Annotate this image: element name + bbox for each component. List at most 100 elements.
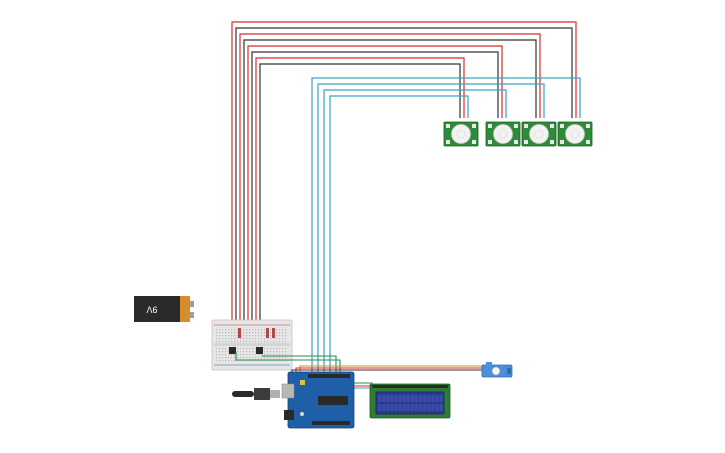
breadboard-hole	[246, 360, 248, 362]
lcd-16x2[interactable]	[369, 383, 451, 419]
servo-horn	[491, 366, 501, 376]
resistor-1[interactable]	[238, 328, 241, 338]
breadboard-hole	[222, 351, 224, 353]
breadboard-hole	[243, 338, 245, 340]
wire-black-pir1-gnd[interactable]	[259, 63, 461, 322]
breadboard-hole	[219, 329, 221, 331]
battery-9v[interactable]: 9V	[134, 296, 194, 322]
breadboard-hole	[255, 360, 257, 362]
breadboard-hole	[264, 351, 266, 353]
wire-red-pir3-vcc[interactable]	[239, 33, 541, 322]
breadboard-hole	[282, 335, 284, 337]
wire-red-pir2-vcc[interactable]	[247, 45, 503, 322]
breadboard-hole	[279, 357, 281, 359]
wire-black-pir4-gnd[interactable]	[235, 27, 573, 322]
breadboard-hole	[252, 338, 254, 340]
pir-dome	[451, 124, 471, 144]
pir-sensor-2[interactable]	[485, 121, 521, 147]
breadboard-hole	[279, 348, 281, 350]
breadboard-hole	[246, 338, 248, 340]
wire-servo-signal[interactable]	[299, 365, 482, 372]
breadboard-hole	[267, 354, 269, 356]
wire-servo-vcc[interactable]	[295, 367, 482, 372]
breadboard-hole	[237, 329, 239, 331]
breadboard-hole	[282, 360, 284, 362]
pir-sensor-3[interactable]	[521, 121, 557, 147]
lcd-char-cell	[427, 395, 431, 402]
wire-red-pir4-vcc[interactable]	[231, 21, 577, 322]
lcd-char-cell	[406, 404, 411, 411]
breadboard-hole	[246, 332, 248, 334]
lcd-char-cell	[439, 404, 443, 411]
lcd-char-cell	[435, 395, 439, 402]
breadboard-hole	[225, 329, 227, 331]
wire-signal-pir2[interactable]	[323, 89, 507, 372]
breadboard-hole	[225, 360, 227, 362]
breadboard-hole	[273, 357, 275, 359]
breadboard-hole	[255, 341, 257, 343]
breadboard-hole	[216, 354, 218, 356]
pir-power-wires	[231, 21, 577, 322]
breadboard-hole	[255, 351, 257, 353]
lcd-char-cell	[431, 404, 435, 411]
resistor-2[interactable]	[266, 328, 269, 338]
wire-signal-pir4[interactable]	[311, 77, 581, 372]
breadboard-hole	[252, 348, 254, 350]
lcd-char-cell	[390, 404, 394, 411]
lcd-char-cell	[419, 395, 423, 402]
lcd-char-cell	[382, 395, 386, 402]
breadboard-hole	[225, 348, 227, 350]
wire-black-pir3-gnd[interactable]	[243, 39, 537, 322]
arduino-uno[interactable]	[281, 371, 355, 429]
servo-motor[interactable]	[481, 362, 513, 378]
breadboard-hole	[216, 335, 218, 337]
usb-cable[interactable]	[232, 388, 280, 400]
breadboard-hole	[282, 351, 284, 353]
breadboard-hole	[231, 341, 233, 343]
breadboard-hole	[228, 354, 230, 356]
breadboard-hole	[240, 338, 242, 340]
breadboard-hole	[234, 354, 236, 356]
breadboard-hole	[219, 335, 221, 337]
wire-servo-gnd[interactable]	[291, 369, 482, 372]
breadboard-hole	[264, 335, 266, 337]
wire-red-pir1-vcc[interactable]	[255, 57, 465, 322]
resistor-3[interactable]	[272, 328, 275, 338]
lcd-char-cell	[439, 395, 443, 402]
breadboard-hole	[216, 338, 218, 340]
breadboard-hole	[282, 348, 284, 350]
breadboard-hole	[279, 338, 281, 340]
pir-sensor-1[interactable]	[443, 121, 479, 147]
breadboard-hole	[279, 341, 281, 343]
breadboard-hole	[237, 338, 239, 340]
push-button-2[interactable]	[256, 347, 263, 354]
pir-dome	[529, 124, 549, 144]
breadboard-hole	[228, 360, 230, 362]
breadboard-hole	[225, 351, 227, 353]
breadboard-hole	[219, 351, 221, 353]
breadboard-hole	[276, 332, 278, 334]
lcd-char-cell	[378, 404, 382, 411]
wire-black-pir2-gnd[interactable]	[251, 51, 499, 322]
breadboard-hole	[255, 354, 257, 356]
breadboard-hole	[252, 341, 254, 343]
breadboard-hole	[228, 335, 230, 337]
pir-sensor-4[interactable]	[557, 121, 593, 147]
breadboard-hole	[267, 348, 269, 350]
breadboard-hole	[237, 360, 239, 362]
breadboard-hole	[267, 338, 269, 340]
breadboard-hole	[270, 338, 272, 340]
push-button-1[interactable]	[229, 347, 236, 354]
breadboard-hole	[219, 341, 221, 343]
breadboard-hole	[270, 351, 272, 353]
wire-green-button1[interactable]	[235, 352, 341, 374]
breadboard-hole	[216, 341, 218, 343]
wire-signal-pir1[interactable]	[329, 95, 469, 372]
breadboard-hole	[234, 335, 236, 337]
breadboard-hole	[216, 360, 218, 362]
breadboard-hole	[228, 329, 230, 331]
wire-signal-pir3[interactable]	[317, 83, 545, 372]
breadboard-hole	[240, 357, 242, 359]
breadboard-hole	[261, 332, 263, 334]
breadboard[interactable]	[211, 319, 293, 371]
